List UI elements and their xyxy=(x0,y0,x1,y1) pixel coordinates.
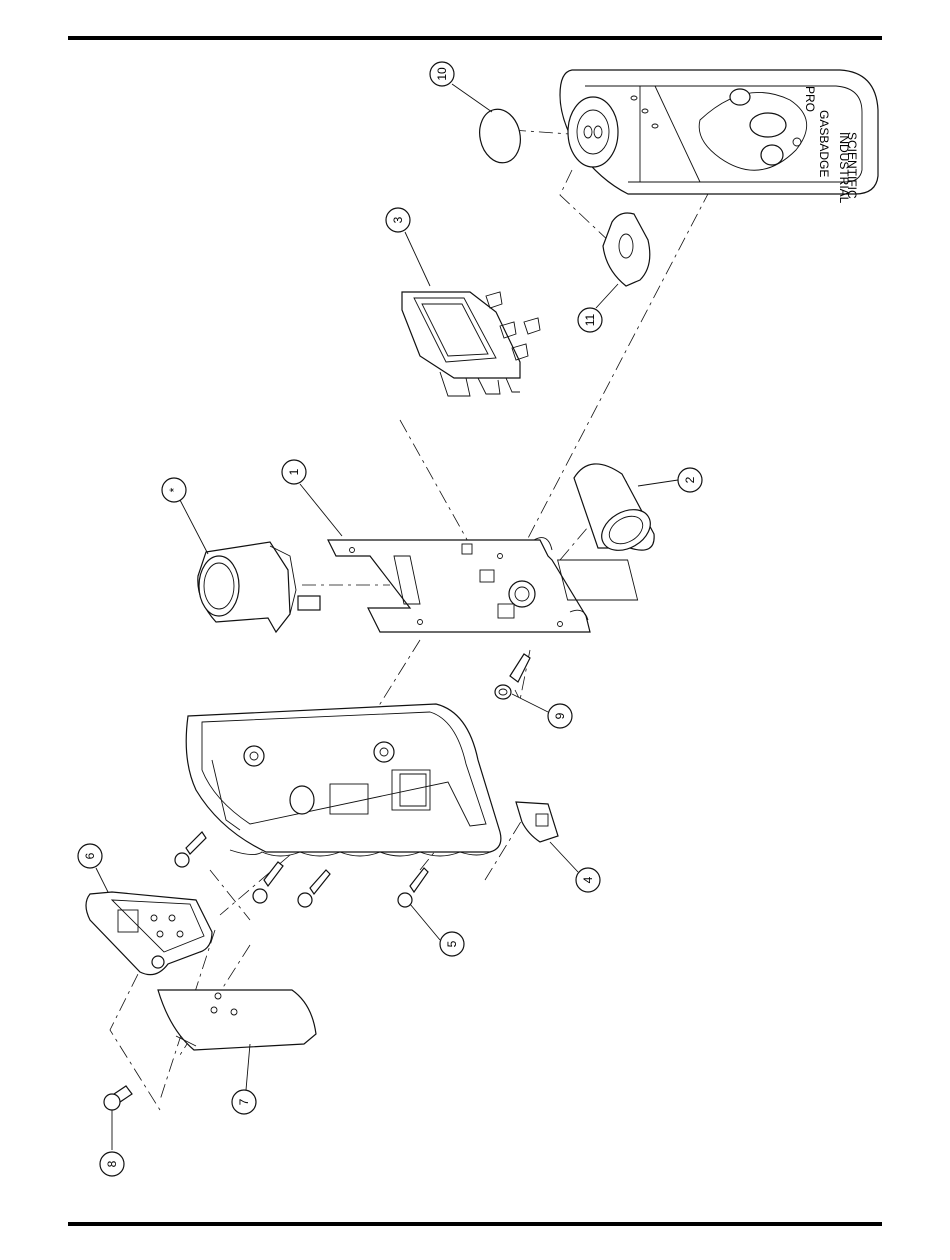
callout-star: * xyxy=(162,478,186,502)
svg-text:7: 7 xyxy=(237,1098,251,1105)
callout-10: 10 xyxy=(430,62,454,86)
callout-4: 4 xyxy=(576,868,600,892)
svg-text:6: 6 xyxy=(83,852,97,859)
svg-text:11: 11 xyxy=(583,313,597,326)
part-3-display-module xyxy=(402,292,540,396)
part-7-belt-clip xyxy=(158,990,316,1050)
callout-2: 2 xyxy=(678,468,702,492)
part-8-screw xyxy=(104,1086,132,1110)
svg-text:2: 2 xyxy=(683,476,697,483)
svg-text:9: 9 xyxy=(553,712,567,719)
callout-6: 6 xyxy=(78,844,102,868)
part-11-gasket xyxy=(603,213,650,286)
svg-text:4: 4 xyxy=(581,876,595,883)
bottom-rule xyxy=(68,1222,882,1226)
svg-text:1: 1 xyxy=(287,468,301,475)
callout-8: 8 xyxy=(100,1152,124,1176)
callout-9: 9 xyxy=(548,704,572,728)
part-4-connector xyxy=(516,802,558,842)
callout-1: 1 xyxy=(282,460,306,484)
svg-text:3: 3 xyxy=(391,216,405,223)
part-6-clip-bracket xyxy=(86,892,212,975)
part-2-battery xyxy=(574,464,658,559)
cover-maker2-text: SCIENTIFIC xyxy=(845,132,859,199)
callout-3: 3 xyxy=(386,208,410,232)
part-star-sensor xyxy=(198,542,320,632)
svg-text:5: 5 xyxy=(445,940,459,947)
svg-text:8: 8 xyxy=(105,1160,119,1167)
callout-11: 11 xyxy=(578,308,602,332)
cover-brand-text: GASBADGE xyxy=(817,110,831,177)
part-10-seal xyxy=(475,105,525,166)
svg-text:10: 10 xyxy=(435,67,449,81)
top-rule xyxy=(68,36,882,40)
front-cover: GASBADGE PRO INDUSTRIAL SCIENTIFIC xyxy=(560,70,878,204)
callout-7: 7 xyxy=(232,1090,256,1114)
svg-text:*: * xyxy=(167,487,181,492)
cover-model-text: PRO xyxy=(803,86,817,112)
main-housing xyxy=(186,704,501,856)
part-1-pcb xyxy=(328,538,638,632)
callout-5: 5 xyxy=(440,932,464,956)
